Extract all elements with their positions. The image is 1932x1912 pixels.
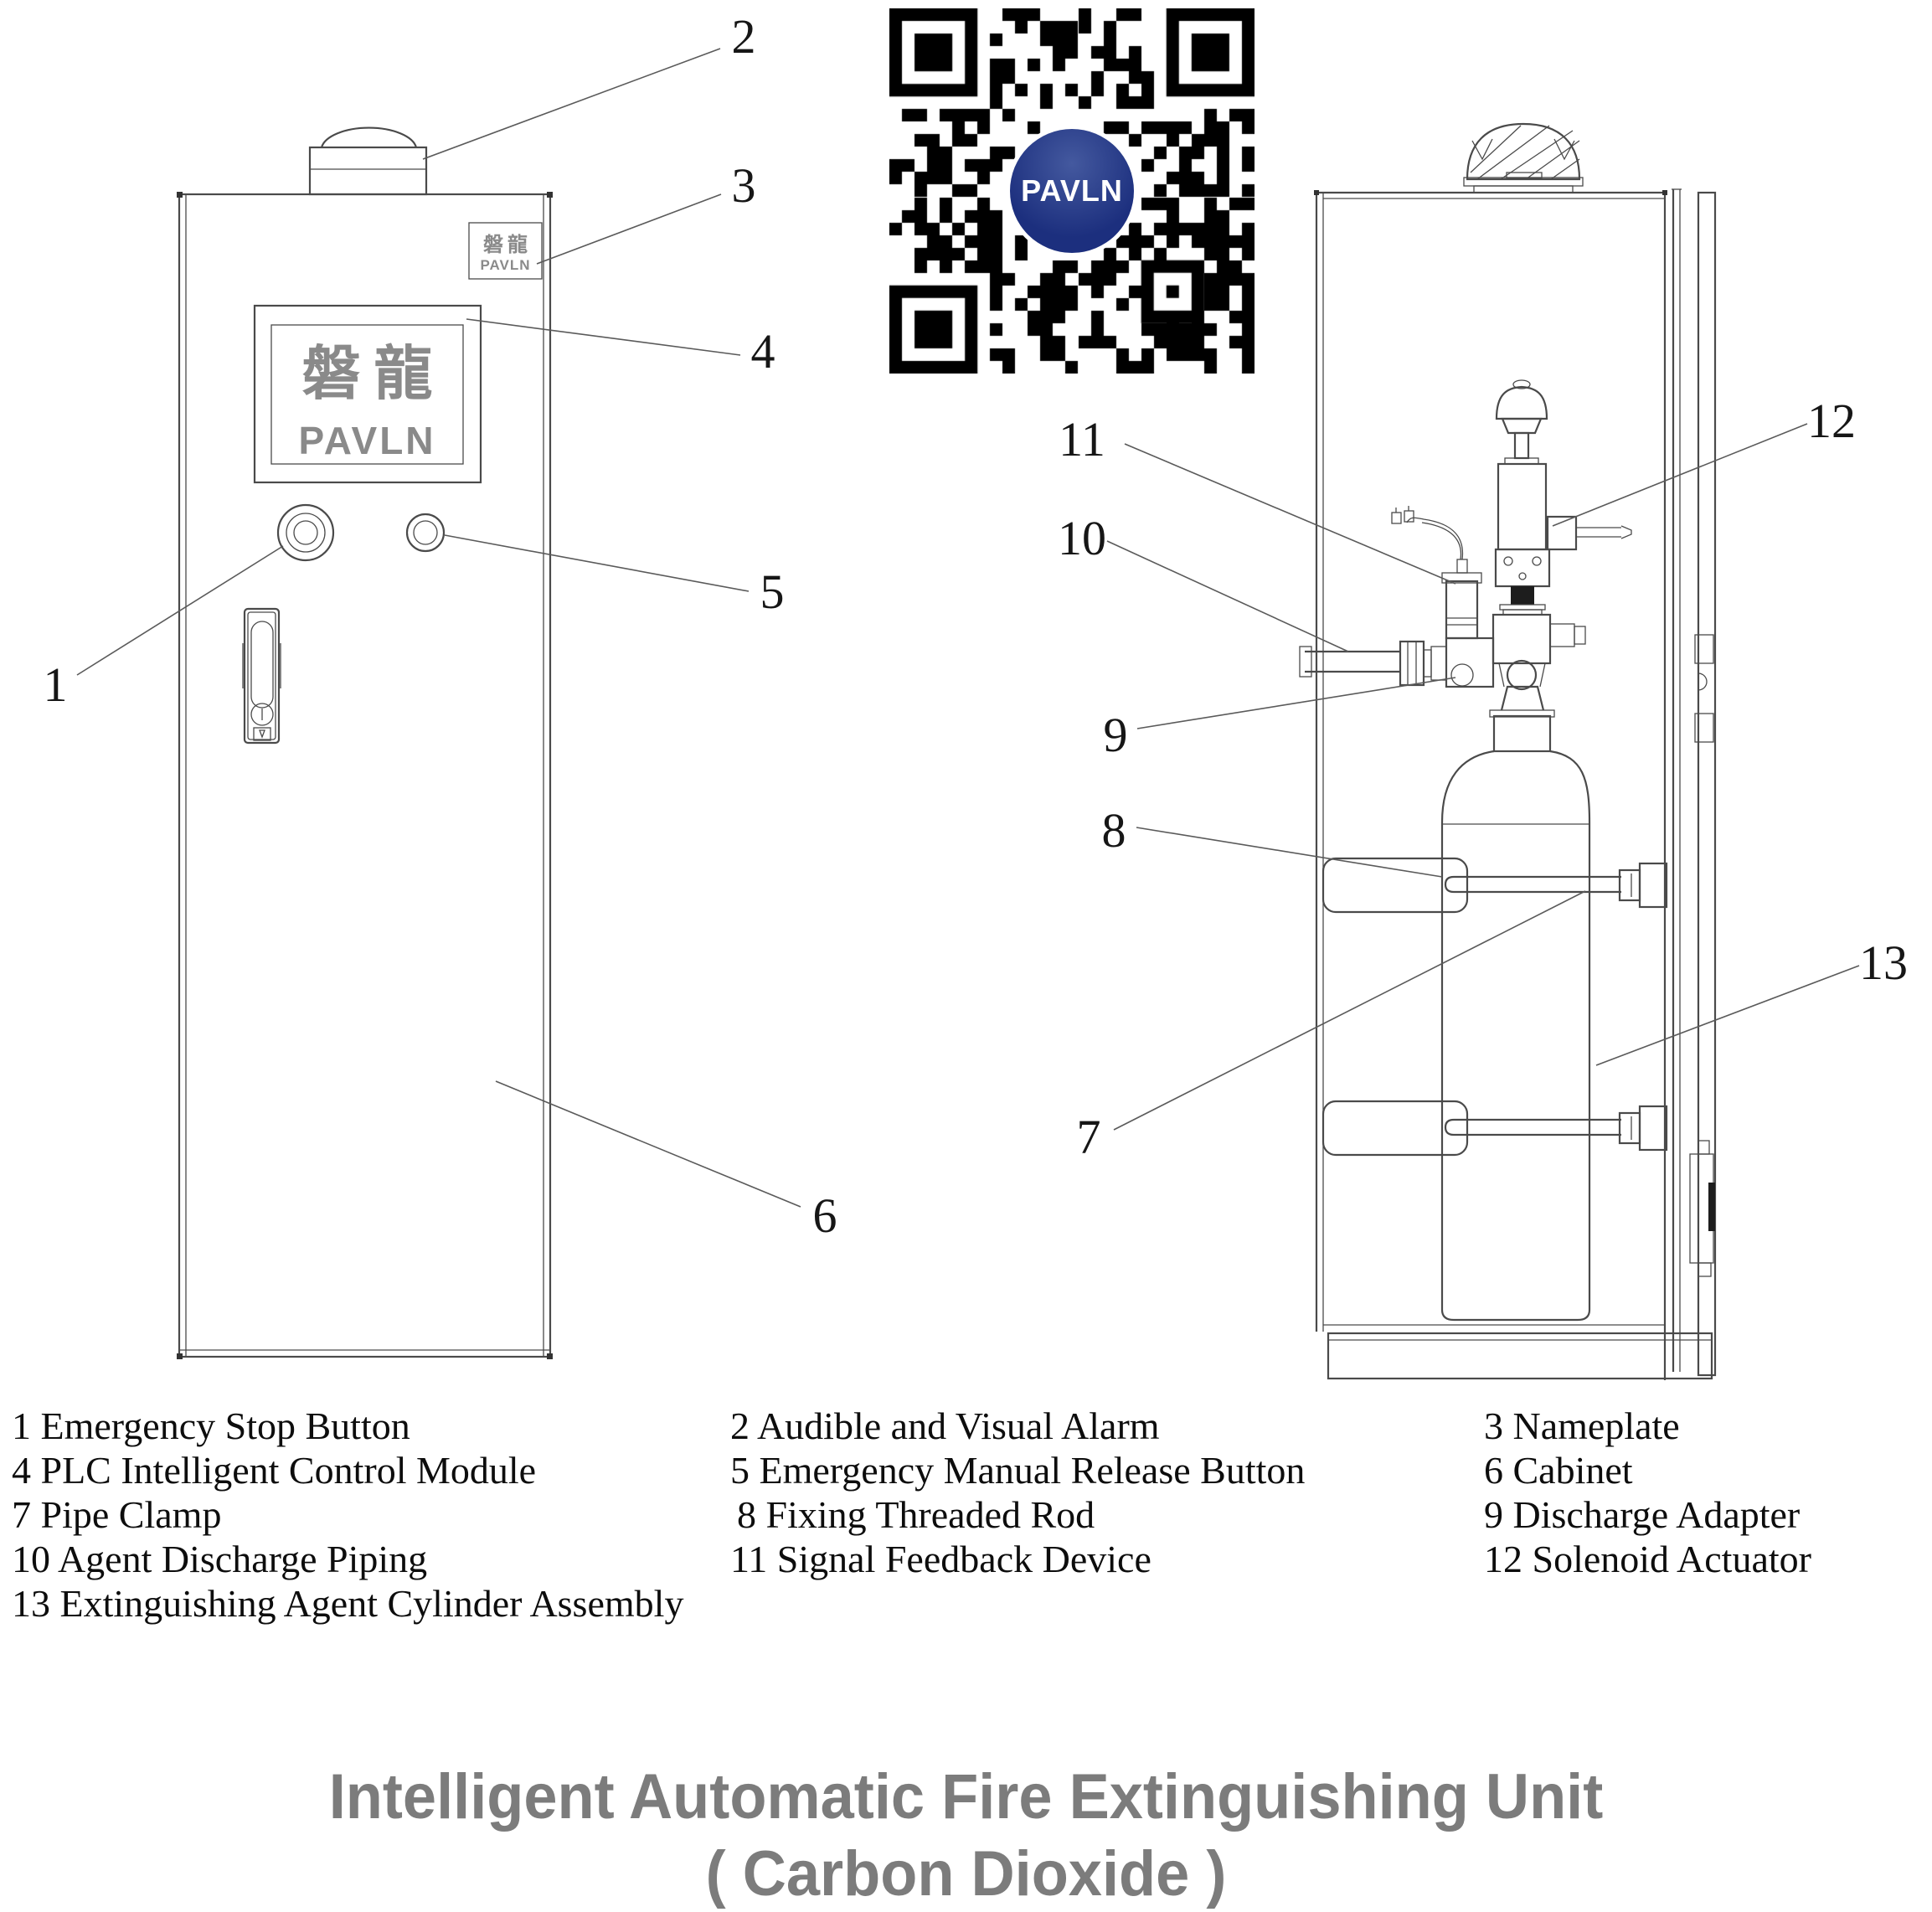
legend-item-2: 2 Audible and Visual Alarm bbox=[730, 1404, 1160, 1447]
cabinet-side-view bbox=[1299, 122, 1717, 1380]
legend-item-10: 10 Agent Discharge Piping bbox=[12, 1538, 428, 1580]
legend-item-1: 1 Emergency Stop Button bbox=[12, 1404, 410, 1447]
manual-release-button bbox=[405, 513, 446, 553]
agent-cylinder bbox=[1440, 709, 1591, 1322]
callout-number-4: 4 bbox=[750, 324, 775, 379]
callout-number-7: 7 bbox=[1076, 1110, 1101, 1164]
legend-item-4: 4 PLC Intelligent Control Module bbox=[12, 1449, 537, 1492]
nameplate-cjk-text: 磐龍 bbox=[483, 234, 532, 256]
leader-line-11 bbox=[1124, 443, 1456, 585]
leader-line-2 bbox=[422, 48, 721, 160]
legend-item-3: 3 Nameplate bbox=[1484, 1404, 1680, 1447]
callout-number-8: 8 bbox=[1101, 803, 1126, 858]
legend-item-6: 6 Cabinet bbox=[1484, 1449, 1633, 1492]
open-door bbox=[1672, 188, 1717, 1377]
emergency-stop-button bbox=[276, 503, 335, 562]
leader-line-4 bbox=[466, 318, 741, 356]
leader-line-6 bbox=[495, 1080, 801, 1208]
alarm-side bbox=[1463, 122, 1584, 193]
panel-latin-text: PAVLN bbox=[298, 418, 436, 462]
callout-number-5: 5 bbox=[760, 564, 785, 619]
cabinet-side-body bbox=[1314, 190, 1713, 1380]
cabinet-front-body bbox=[177, 192, 553, 1359]
nameplate: 磐龍 PAVLN bbox=[469, 223, 542, 279]
callout-number-9: 9 bbox=[1103, 708, 1128, 762]
cylinder-clamps bbox=[1321, 857, 1668, 1157]
callout-number-12: 12 bbox=[1807, 394, 1856, 448]
callout-number-6: 6 bbox=[812, 1188, 837, 1243]
callout-number-11: 11 bbox=[1059, 412, 1105, 466]
title-line-2: ( Carbon Dioxide ) bbox=[705, 1838, 1227, 1909]
valve-manifold bbox=[1299, 613, 1586, 711]
title-line-1: Intelligent Automatic Fire Extinguishing… bbox=[328, 1761, 1604, 1832]
leader-line-9 bbox=[1136, 677, 1456, 729]
callout-number-10: 10 bbox=[1058, 511, 1106, 565]
leader-line-13 bbox=[1595, 965, 1860, 1066]
legend-item-9: 9 Discharge Adapter bbox=[1484, 1493, 1801, 1536]
legend-item-11: 11 Signal Feedback Device bbox=[730, 1538, 1151, 1580]
alarm-front bbox=[308, 126, 428, 196]
callout-number-2: 2 bbox=[731, 9, 756, 64]
qr-logo-text: PAVLN bbox=[1021, 173, 1123, 208]
legend-item-13: 13 Extinguishing Agent Cylinder Assembly bbox=[12, 1582, 684, 1625]
leader-line-8 bbox=[1136, 827, 1443, 878]
leader-line-5 bbox=[444, 534, 750, 592]
leader-line-7 bbox=[1113, 890, 1586, 1131]
leader-lines bbox=[76, 48, 1860, 1208]
plc-panel-frame bbox=[253, 304, 482, 484]
leader-line-12 bbox=[1552, 423, 1808, 527]
leader-line-1 bbox=[76, 545, 284, 676]
legend-item-7: 7 Pipe Clamp bbox=[12, 1493, 222, 1536]
leader-line-3 bbox=[536, 193, 722, 265]
legend-item-12: 12 Solenoid Actuator bbox=[1484, 1538, 1811, 1580]
callout-number-13: 13 bbox=[1859, 935, 1908, 990]
leader-line-10 bbox=[1106, 540, 1349, 652]
callout-number-3: 3 bbox=[731, 158, 756, 213]
callout-number-1: 1 bbox=[43, 657, 68, 712]
nameplate-frame bbox=[468, 222, 543, 280]
panel-cjk-text: 磐龍 bbox=[301, 340, 446, 406]
qr-logo-badge: PAVLN bbox=[1010, 129, 1134, 253]
legend-item-5: 5 Emergency Manual Release Button bbox=[730, 1449, 1306, 1492]
door-lock-handle bbox=[242, 607, 281, 745]
signal-feedback-device bbox=[1391, 506, 1482, 640]
nameplate-latin-text: PAVLN bbox=[480, 257, 531, 273]
legend-item-8: 8 Fixing Threaded Rod bbox=[737, 1493, 1095, 1536]
plc-control-module: 磐龍 PAVLN bbox=[271, 325, 463, 464]
solenoid-actuator bbox=[1494, 379, 1632, 616]
cabinet-front-view bbox=[177, 126, 553, 1359]
